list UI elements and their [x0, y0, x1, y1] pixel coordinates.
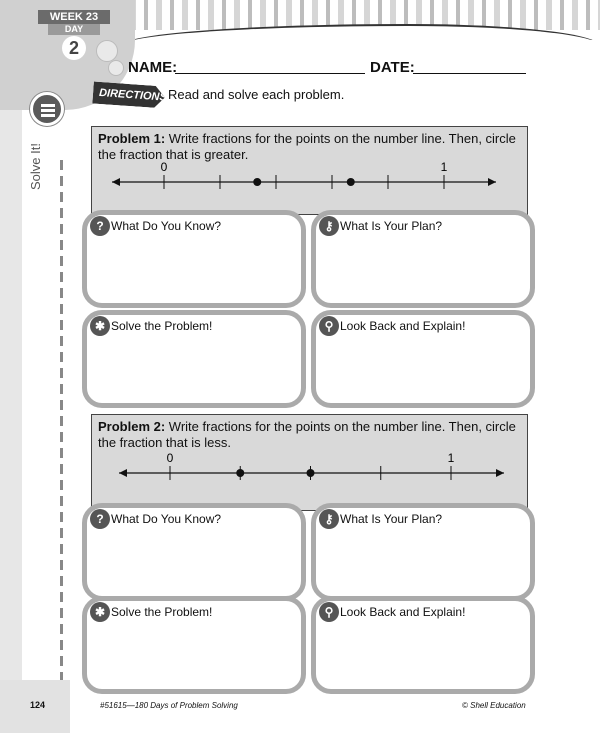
- arrow-left-icon: [119, 469, 127, 477]
- problem-2-text: Problem 2: Write fractions for the point…: [98, 419, 524, 451]
- publisher: © Shell Education: [462, 701, 526, 710]
- plan-box-1[interactable]: ⚷ What Is Your Plan?: [311, 210, 535, 308]
- tick-label-start: 0: [161, 160, 168, 174]
- look-box-1[interactable]: ⚲ Look Back and Explain!: [311, 310, 535, 408]
- name-field[interactable]: [175, 73, 365, 74]
- plan-box-2[interactable]: ⚷ What Is Your Plan?: [311, 503, 535, 601]
- know-label: What Do You Know?: [111, 219, 222, 233]
- day-label: DAY: [48, 24, 100, 35]
- date-field[interactable]: [413, 73, 526, 74]
- name-label: NAME:: [128, 59, 178, 76]
- know-box-2[interactable]: ? What Do You Know?: [82, 503, 306, 601]
- look-box-2[interactable]: ⚲ Look Back and Explain!: [311, 596, 535, 694]
- look-label: Look Back and Explain!: [340, 605, 466, 619]
- solve-box-2[interactable]: ✱ Solve the Problem!: [82, 596, 306, 694]
- problem-1-title: Problem 1:: [98, 131, 166, 146]
- directions-text: Read and solve each problem.: [168, 87, 345, 102]
- tick-label-end: 1: [448, 451, 455, 465]
- plan-label: What Is Your Plan?: [340, 219, 443, 233]
- know-label: What Do You Know?: [111, 512, 222, 526]
- decor-circle: [108, 60, 124, 76]
- problem-1: Problem 1: Write fractions for the point…: [91, 126, 528, 215]
- solve-label: Solve the Problem!: [111, 605, 213, 619]
- point-marker: [236, 469, 245, 477]
- key-icon: ⚷: [319, 216, 339, 236]
- day-number: 2: [62, 36, 86, 60]
- banner-curve: [120, 24, 600, 40]
- left-gray-band: [0, 0, 22, 733]
- problem-1-text: Problem 1: Write fractions for the point…: [98, 131, 524, 163]
- tick-label-end: 1: [441, 160, 448, 174]
- magnifier-icon: ⚲: [319, 602, 339, 622]
- arrow-right-icon: [496, 469, 504, 477]
- tick-label-start: 0: [167, 451, 174, 465]
- point-marker: [346, 178, 355, 186]
- page-number: 124: [30, 700, 46, 710]
- date-label: DATE:: [370, 59, 415, 76]
- plan-label: What Is Your Plan?: [340, 512, 443, 526]
- know-box-1[interactable]: ? What Do You Know?: [82, 210, 306, 308]
- directions-tag: DIRECTIONS:: [92, 82, 165, 109]
- lightbulb-icon: ✱: [90, 602, 110, 622]
- lightbulb-icon: ✱: [90, 316, 110, 336]
- solve-it-label: Solve It!: [28, 143, 43, 190]
- magnifier-icon: ⚲: [319, 316, 339, 336]
- problem-1-body: Write fractions for the points on the nu…: [98, 131, 516, 162]
- arrow-right-icon: [488, 178, 496, 186]
- problem-2: Problem 2: Write fractions for the point…: [91, 414, 528, 511]
- point-marker: [306, 469, 315, 477]
- point-marker: [253, 178, 262, 186]
- problem-2-title: Problem 2:: [98, 419, 166, 434]
- solve-box-1[interactable]: ✱ Solve the Problem!: [82, 310, 306, 408]
- key-icon: ⚷: [319, 509, 339, 529]
- problem-2-body: Write fractions for the points on the nu…: [98, 419, 516, 450]
- decor-circle: [96, 40, 118, 62]
- question-icon: ?: [90, 509, 110, 529]
- page-number-block: [0, 680, 70, 733]
- arrow-left-icon: [112, 178, 120, 186]
- solve-label: Solve the Problem!: [111, 319, 213, 333]
- dashed-divider: [60, 160, 63, 680]
- look-label: Look Back and Explain!: [340, 319, 466, 333]
- question-icon: ?: [90, 216, 110, 236]
- list-icon: [30, 92, 64, 126]
- week-label: WEEK 23: [38, 10, 110, 24]
- book-title: #51615—180 Days of Problem Solving: [100, 701, 238, 710]
